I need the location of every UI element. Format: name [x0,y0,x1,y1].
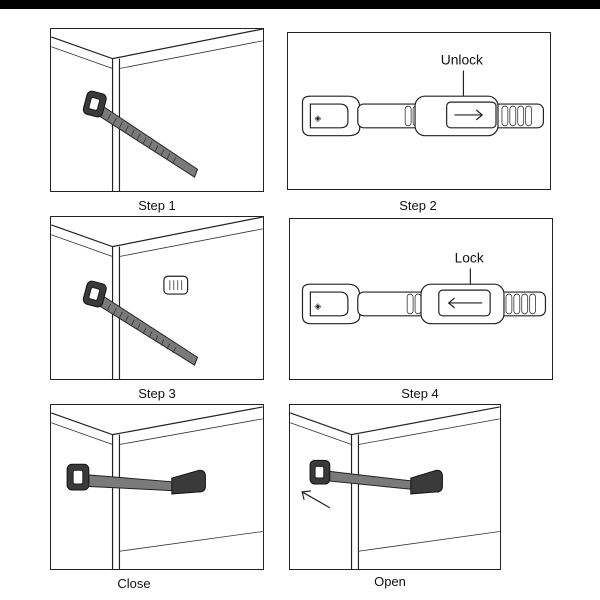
key-icon: ◈ [314,301,321,311]
open-panel [289,404,501,570]
step3-panel [50,216,264,380]
step1-panel [50,28,264,192]
step4-panel: Lock ◈ [289,218,553,380]
lock-label: Lock [455,249,484,265]
open-illustration [290,406,500,569]
slider-grip-right [501,105,532,127]
step1-caption: Step 1 [138,198,176,213]
left-arrow-icon [447,297,483,309]
step1-illustration [51,29,263,191]
step4-caption: Step 4 [401,386,439,401]
step2-illustration: Unlock ◈ [301,52,544,137]
strap-lock-icon [82,280,199,366]
slider-grip-right [505,293,536,315]
step3-caption: Step 3 [138,386,176,401]
strap-lock-icon [82,90,199,178]
step2-caption: Step 2 [399,198,437,213]
close-illustration [51,406,263,569]
step3-illustration [51,217,263,379]
opened-strap-icon [309,459,443,495]
unlock-label: Unlock [441,52,483,68]
right-arrow-icon [454,109,484,121]
pull-arrow-icon [301,490,331,509]
latched-strap-icon [66,463,206,495]
step2-panel: Unlock ◈ [287,32,551,190]
top-border-bar [0,0,600,9]
open-caption: Open [374,574,406,589]
buckle-icon [163,275,189,295]
key-icon: ◈ [314,113,321,123]
close-panel [50,404,264,570]
step4-illustration: Lock ◈ [301,249,547,325]
close-caption: Close [117,576,151,591]
